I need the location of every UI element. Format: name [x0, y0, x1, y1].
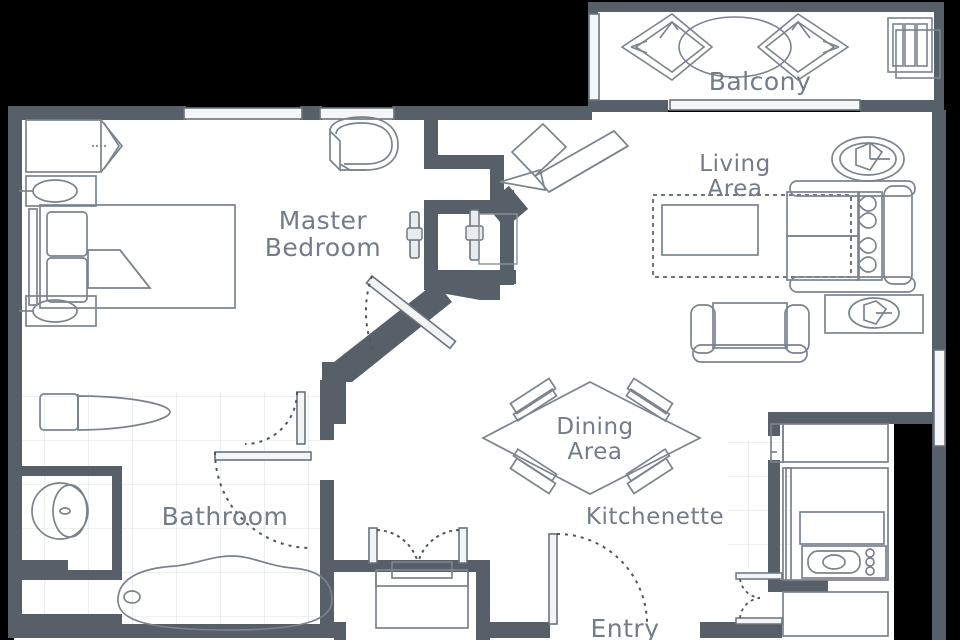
tv-console [661, 204, 759, 256]
kitchen-furniture [770, 423, 889, 637]
counter-edge [782, 467, 792, 581]
kitchen-wall-north [768, 412, 944, 424]
balcony-window-west [588, 13, 600, 101]
balcony-lounge-right [756, 13, 850, 81]
closet-wall-north-b [8, 560, 68, 572]
wc-wall-east [112, 466, 122, 580]
east-wall-lower [932, 416, 946, 640]
bathtub [117, 555, 333, 631]
balcony-cabinet [887, 17, 941, 79]
corridor-wall-b [424, 155, 504, 169]
kitchen-wall-west [768, 460, 780, 590]
south-wall-seg [334, 622, 346, 640]
closet-wall-north-a [346, 560, 478, 572]
east-wall-upper [932, 110, 946, 416]
balcony-wall-south-a [588, 100, 668, 112]
tiled-floors [22, 392, 790, 634]
entry-wall-west [476, 570, 490, 640]
balcony-lounge-left [620, 13, 714, 81]
south-wall-entry-b [700, 622, 782, 638]
dining-chair-ne [625, 377, 674, 423]
toilet [39, 393, 171, 431]
closet-doors [368, 527, 468, 564]
nightstand-upper [19, 175, 97, 207]
bathroom-furniture [31, 393, 333, 631]
living-area-furniture [652, 136, 924, 363]
north-wall-c [392, 106, 592, 120]
wc-wall-north [22, 466, 122, 476]
dining-chair-nw [509, 377, 558, 423]
closet-bench [375, 561, 469, 629]
diagonal-wall [334, 282, 452, 382]
balcony-wall-east [934, 2, 944, 110]
balcony-wall-north [588, 2, 944, 12]
sink-basin [31, 482, 89, 540]
walls [8, 2, 946, 640]
lower-cabinet [782, 591, 889, 637]
dining-chair-sw [509, 447, 558, 495]
dining-chair-se [625, 447, 674, 495]
living-armchair [690, 302, 810, 363]
bedroom-armchair [329, 116, 399, 173]
north-wall-b [300, 106, 322, 120]
west-wall [8, 106, 22, 636]
kitchen-pantry-door [735, 572, 783, 625]
wc-door [214, 451, 312, 549]
wc-wall-south-b [22, 614, 122, 624]
corridor-wall-a [424, 112, 438, 168]
king-bed [28, 204, 236, 309]
doors [214, 209, 783, 625]
corridor-wall-e [424, 200, 438, 280]
corridor-door-a [406, 211, 423, 259]
corridor-desk [499, 122, 630, 194]
windows [183, 13, 946, 447]
corridor-wall-j [424, 276, 500, 300]
entry-door [548, 533, 648, 625]
bedroom-door [364, 274, 457, 353]
south-wall-entry-a [490, 622, 550, 638]
balcony-table [678, 16, 792, 78]
wc-wall-south [22, 570, 122, 580]
area-rug [652, 194, 852, 278]
master-bedroom-furniture [19, 116, 399, 327]
kitchen-wall-south [768, 580, 828, 592]
corridor-door-b [465, 209, 518, 265]
living-window-east [933, 349, 946, 447]
balcony-furniture [620, 13, 941, 81]
balcony-wall-south-b [860, 100, 944, 112]
counter-top-panel [799, 511, 885, 545]
wardrobe [25, 119, 124, 173]
bedroom-window-left [183, 107, 303, 120]
bedroom-window-right [319, 107, 395, 120]
south-wall-bathroom [8, 624, 334, 638]
nightstand-lower [19, 295, 97, 327]
fridge-side [770, 423, 784, 463]
side-table-lamp [824, 294, 924, 334]
cooktop-microwave [801, 545, 887, 579]
dining-furniture [481, 377, 702, 495]
floor-lamp-upper [831, 136, 905, 182]
north-wall-a [8, 106, 186, 120]
bathroom-door [244, 391, 306, 445]
wall-overlays [8, 560, 490, 638]
corridor-wall-d [424, 200, 504, 214]
kitchen-counter [785, 467, 889, 581]
bathroom-wall-east-a [320, 380, 334, 440]
twin-beds [786, 180, 916, 293]
bathroom-wall-east-b [320, 480, 334, 638]
balcony-slider-glass [669, 99, 861, 111]
